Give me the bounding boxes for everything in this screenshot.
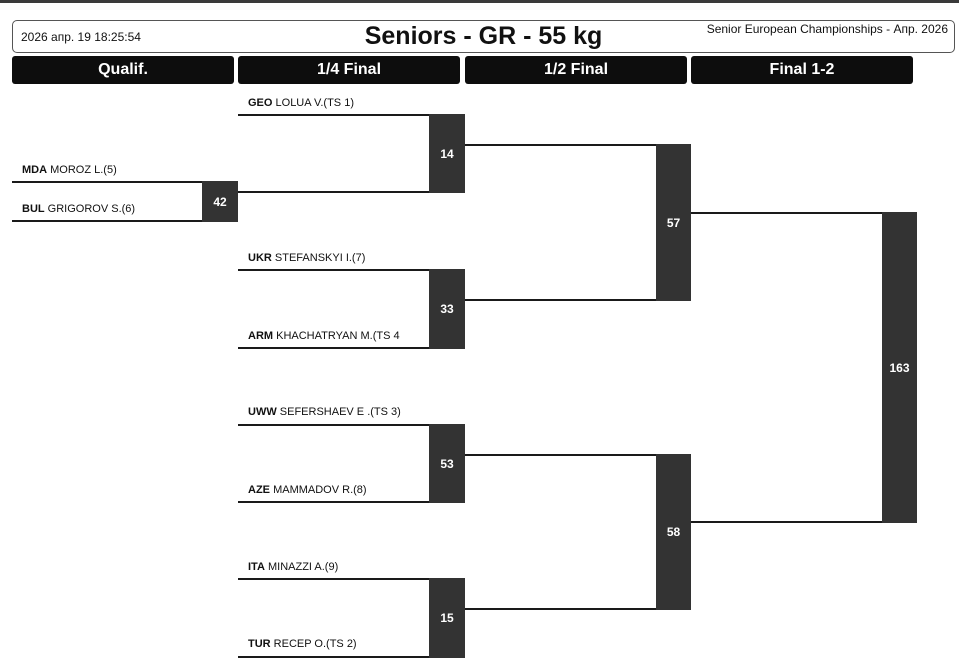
athlete-entry[interactable]: AZE MAMMADOV R.(8) — [248, 483, 428, 497]
athlete-entry[interactable]: BUL GRIGOROV S.(6) — [22, 202, 202, 216]
match-box[interactable]: 15 — [429, 578, 465, 658]
athlete-country: ITA — [248, 561, 265, 573]
athlete-country: GEO — [248, 97, 273, 109]
match-box[interactable]: 57 — [656, 144, 691, 301]
athlete-country: ARM — [248, 330, 274, 342]
page-title: Seniors - GR - 55 kg — [364, 22, 603, 50]
athlete-entry[interactable]: UKR STEFANSKYI I.(7) — [248, 251, 428, 265]
bracket-line — [12, 181, 202, 183]
athlete-country: UWW — [248, 406, 277, 418]
athlete-entry[interactable]: UWW SEFERSHAEV E .(TS 3) — [248, 405, 428, 419]
column-header-quarter-final: 1/4 Final — [238, 56, 460, 84]
athlete-entry[interactable]: MDA MOROZ L.(5) — [22, 163, 202, 177]
athlete-name: STEFANSKYI I.(7) — [274, 252, 366, 264]
athlete-entry[interactable]: ITA MINAZZI A.(9) — [248, 560, 428, 574]
athlete-name: SEFERSHAEV E .(TS 3) — [279, 406, 401, 418]
bracket-line — [12, 220, 202, 222]
athlete-country: AZE — [248, 484, 270, 496]
athlete-name: MINAZZI A.(9) — [267, 561, 339, 573]
athlete-country: TUR — [248, 638, 271, 650]
column-header-final: Final 1-2 — [691, 56, 913, 84]
athlete-name: GRIGOROV S.(6) — [47, 203, 136, 215]
athlete-name: MAMMADOV R.(8) — [273, 484, 367, 496]
athlete-entry[interactable]: TUR RECEP O.(TS 2) — [248, 637, 428, 651]
bracket-line — [238, 269, 429, 271]
bracket-line — [691, 521, 882, 523]
bracket-line — [465, 144, 656, 146]
bracket-line — [465, 608, 656, 610]
bracket-line — [238, 191, 429, 193]
column-header-qualif: Qualif. — [12, 56, 234, 84]
athlete-entry[interactable]: GEO LOLUA V.(TS 1) — [248, 96, 428, 110]
bracket-line — [465, 299, 656, 301]
match-box[interactable]: 58 — [656, 454, 691, 610]
athlete-country: BUL — [22, 203, 45, 215]
bracket-line — [691, 212, 882, 214]
athlete-name: LOLUA V.(TS 1) — [275, 97, 354, 109]
bracket-line — [238, 424, 429, 426]
header-datetime: 2026 апр. 19 18:25:54 — [21, 30, 141, 44]
athlete-name: KHACHATRYAN M.(TS 4 — [276, 330, 400, 342]
bracket-line — [238, 347, 429, 349]
athlete-name: MOROZ L.(5) — [50, 164, 117, 176]
column-header-semi-final: 1/2 Final — [465, 56, 687, 84]
match-box[interactable]: 42 — [202, 181, 238, 222]
bracket-line — [465, 454, 656, 456]
page-header: 2026 апр. 19 18:25:54 Seniors - GR - 55 … — [12, 20, 955, 53]
athlete-country: MDA — [22, 164, 48, 176]
match-box[interactable]: 163 — [882, 212, 917, 523]
match-box[interactable]: 33 — [429, 269, 465, 349]
match-box[interactable]: 14 — [429, 114, 465, 193]
athlete-name: RECEP O.(TS 2) — [273, 638, 357, 650]
bracket-line — [238, 578, 429, 580]
athlete-entry[interactable]: ARM KHACHATRYAN M.(TS 4 — [248, 329, 428, 343]
bracket-line — [238, 114, 429, 116]
match-box[interactable]: 53 — [429, 424, 465, 503]
bracket-line — [238, 501, 429, 503]
athlete-country: UKR — [248, 252, 272, 264]
event-name: Senior European Championships - Апр. 202… — [706, 22, 948, 36]
top-border — [0, 0, 959, 3]
bracket-line — [238, 656, 429, 658]
